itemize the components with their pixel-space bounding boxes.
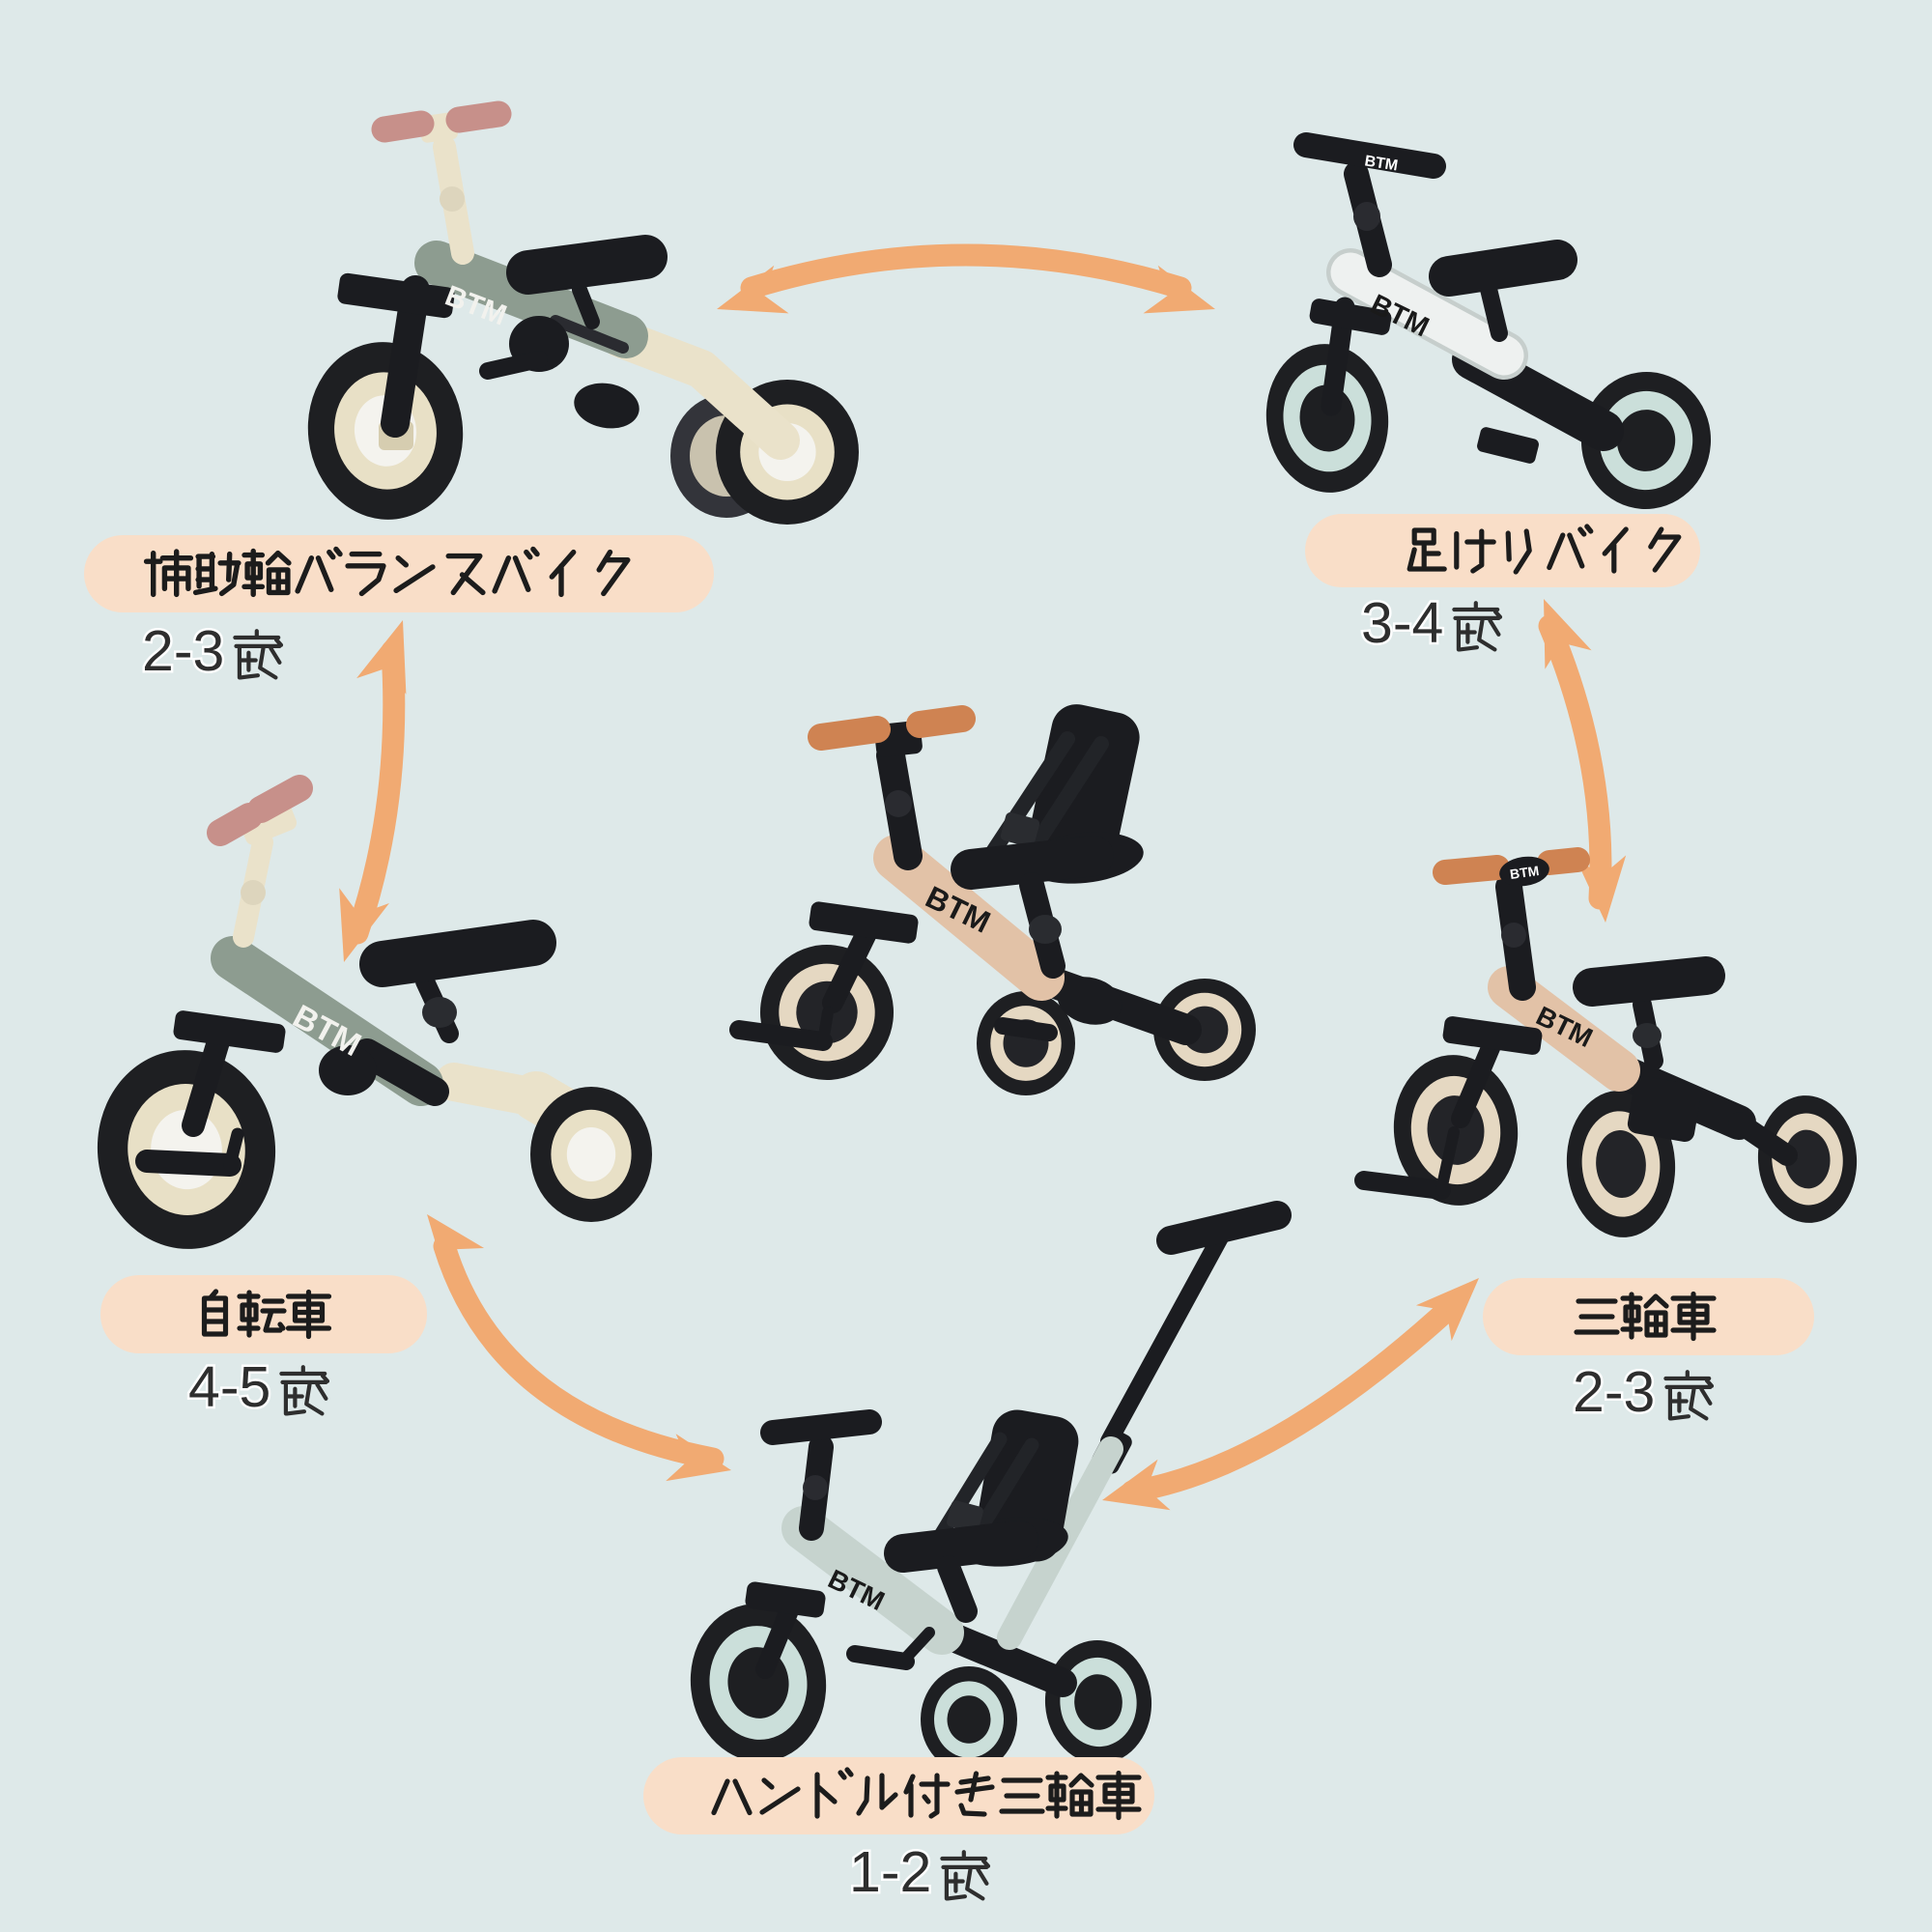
svg-text:3-4: 3-4 (1361, 591, 1443, 655)
svg-text:2-3: 2-3 (1573, 1360, 1655, 1424)
svg-text:BTM: BTM (1509, 863, 1540, 882)
svg-text:1-2: 1-2 (849, 1840, 931, 1904)
svg-text:2-3: 2-3 (142, 619, 224, 683)
svg-text:BTM: BTM (1363, 153, 1399, 174)
svg-text:4-5: 4-5 (188, 1355, 270, 1419)
